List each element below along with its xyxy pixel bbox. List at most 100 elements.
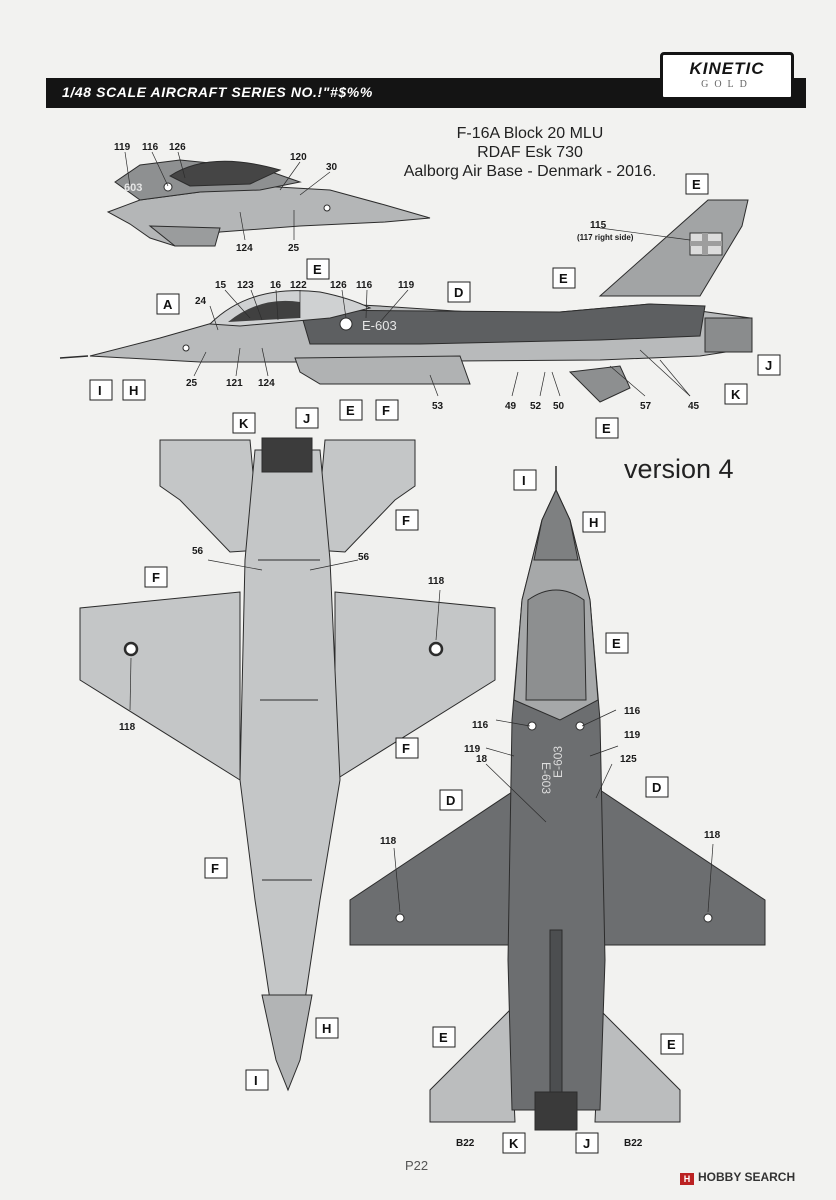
callout-118-top-left: 118 bbox=[119, 722, 136, 733]
svg-text:E: E bbox=[692, 177, 701, 192]
svg-text:K: K bbox=[509, 1136, 519, 1151]
box-h-under: H bbox=[582, 511, 606, 533]
box-i-under: I bbox=[513, 469, 537, 491]
callout-116: 116 bbox=[142, 142, 159, 153]
box-e-tail: E bbox=[685, 173, 709, 195]
svg-text:J: J bbox=[303, 411, 310, 426]
main-side-profile: E-603 bbox=[59, 199, 753, 403]
callout-116: 116 bbox=[356, 280, 373, 291]
callout-56-right: 56 bbox=[358, 552, 370, 563]
logo-sub: GOLD bbox=[701, 79, 753, 90]
svg-text:A: A bbox=[163, 297, 173, 312]
callout-118-under-left: 118 bbox=[380, 836, 397, 847]
callout-labels: 119 116 126 120 30 124 25 15 123 16 122 … bbox=[114, 142, 721, 1149]
callout-b22-right: B22 bbox=[624, 1138, 643, 1149]
under-serial-left: E-603 bbox=[539, 762, 553, 794]
watermark-text: HOBBY SEARCH bbox=[698, 1170, 796, 1184]
box-e-spine: E bbox=[552, 267, 576, 289]
svg-text:E: E bbox=[313, 262, 322, 277]
svg-text:J: J bbox=[765, 358, 772, 373]
callout-122: 122 bbox=[290, 280, 307, 291]
svg-text:E: E bbox=[346, 403, 355, 418]
callout-118-top-right: 118 bbox=[428, 576, 445, 587]
svg-text:I: I bbox=[522, 473, 526, 488]
version-label: version 4 bbox=[624, 454, 734, 484]
box-f-wing-left: F bbox=[144, 566, 168, 588]
box-f-wing-right: F bbox=[395, 737, 419, 759]
top-view bbox=[79, 437, 496, 1092]
callout-57: 57 bbox=[640, 401, 652, 412]
under-serial-right: E-603 bbox=[551, 746, 565, 778]
box-e-htail-right: E bbox=[660, 1033, 684, 1055]
series-title: 1/48 SCALE AIRCRAFT SERIES NO.!"#$%% bbox=[62, 84, 373, 100]
callout-25: 25 bbox=[288, 243, 300, 254]
callout-126: 126 bbox=[330, 280, 347, 291]
aircraft-type: F-16A Block 20 MLU bbox=[456, 125, 604, 142]
box-k-side: K bbox=[724, 383, 748, 405]
svg-text:H: H bbox=[129, 383, 138, 398]
callout-25: 25 bbox=[186, 378, 198, 389]
callout-120: 120 bbox=[290, 152, 307, 163]
callout-115: 115 bbox=[590, 220, 607, 231]
callout-16: 16 bbox=[270, 280, 282, 291]
box-k-under: K bbox=[502, 1132, 526, 1154]
box-j-under: J bbox=[575, 1132, 599, 1154]
callout-121: 121 bbox=[226, 378, 243, 389]
callout-18: 18 bbox=[476, 754, 488, 765]
callout-116-right: 116 bbox=[624, 706, 641, 717]
svg-text:F: F bbox=[152, 570, 160, 585]
callout-53: 53 bbox=[432, 401, 444, 412]
callout-24: 24 bbox=[195, 296, 207, 307]
box-e-fin: E bbox=[595, 417, 619, 439]
box-h-top: H bbox=[315, 1017, 339, 1039]
callout-126: 126 bbox=[169, 142, 186, 153]
svg-text:F: F bbox=[402, 741, 410, 756]
box-j-side: J bbox=[757, 354, 781, 376]
callout-50: 50 bbox=[553, 401, 565, 412]
kinetic-logo: KINETIC GOLD bbox=[660, 52, 794, 100]
box-d-side: D bbox=[447, 281, 471, 303]
svg-text:K: K bbox=[239, 416, 249, 431]
svg-text:J: J bbox=[583, 1136, 590, 1151]
box-h-side: H bbox=[122, 379, 146, 401]
callout-123: 123 bbox=[237, 280, 254, 291]
callout-30: 30 bbox=[326, 162, 338, 173]
callout-56-left: 56 bbox=[192, 546, 204, 557]
svg-text:E: E bbox=[612, 636, 621, 651]
main-serial: E-603 bbox=[362, 318, 397, 333]
callout-119-right: 119 bbox=[624, 730, 641, 741]
box-j-top: J bbox=[295, 407, 319, 429]
svg-text:H: H bbox=[322, 1021, 331, 1036]
callout-117-note: (117 right side) bbox=[577, 233, 634, 242]
watermark: H HOBBY SEARCH bbox=[680, 1170, 795, 1185]
under-view: E-603 E-603 bbox=[349, 466, 766, 1131]
svg-text:D: D bbox=[454, 285, 463, 300]
box-d-under-left: D bbox=[439, 789, 463, 811]
svg-text:E: E bbox=[667, 1037, 676, 1052]
leader-lines bbox=[124, 151, 714, 913]
box-e-intake: E bbox=[339, 399, 363, 421]
box-f-fuselage: F bbox=[204, 857, 228, 879]
callout-118-under-right: 118 bbox=[704, 830, 721, 841]
hobby-logo-icon: H bbox=[680, 1173, 694, 1185]
aircraft-base: Aalborg Air Base - Denmark - 2016. bbox=[403, 163, 657, 180]
svg-text:E: E bbox=[602, 421, 611, 436]
svg-text:D: D bbox=[446, 793, 455, 808]
callout-119: 119 bbox=[398, 280, 415, 291]
svg-text:F: F bbox=[211, 861, 219, 876]
callout-49: 49 bbox=[505, 401, 517, 412]
callout-125: 125 bbox=[620, 754, 637, 765]
svg-text:D: D bbox=[652, 780, 661, 795]
svg-text:I: I bbox=[254, 1073, 258, 1088]
callout-119-left: 119 bbox=[464, 744, 481, 755]
letter-boxes: E E D E A I H J K E F E K J F F F F H I … bbox=[89, 173, 781, 1154]
box-e-canopy: E bbox=[306, 258, 330, 280]
svg-text:H: H bbox=[589, 515, 598, 530]
small-profile: 603 bbox=[106, 159, 431, 247]
box-a: A bbox=[156, 293, 180, 315]
callout-15: 15 bbox=[215, 280, 227, 291]
svg-text:F: F bbox=[382, 403, 390, 418]
svg-text:I: I bbox=[98, 383, 102, 398]
callout-124: 124 bbox=[258, 378, 275, 389]
